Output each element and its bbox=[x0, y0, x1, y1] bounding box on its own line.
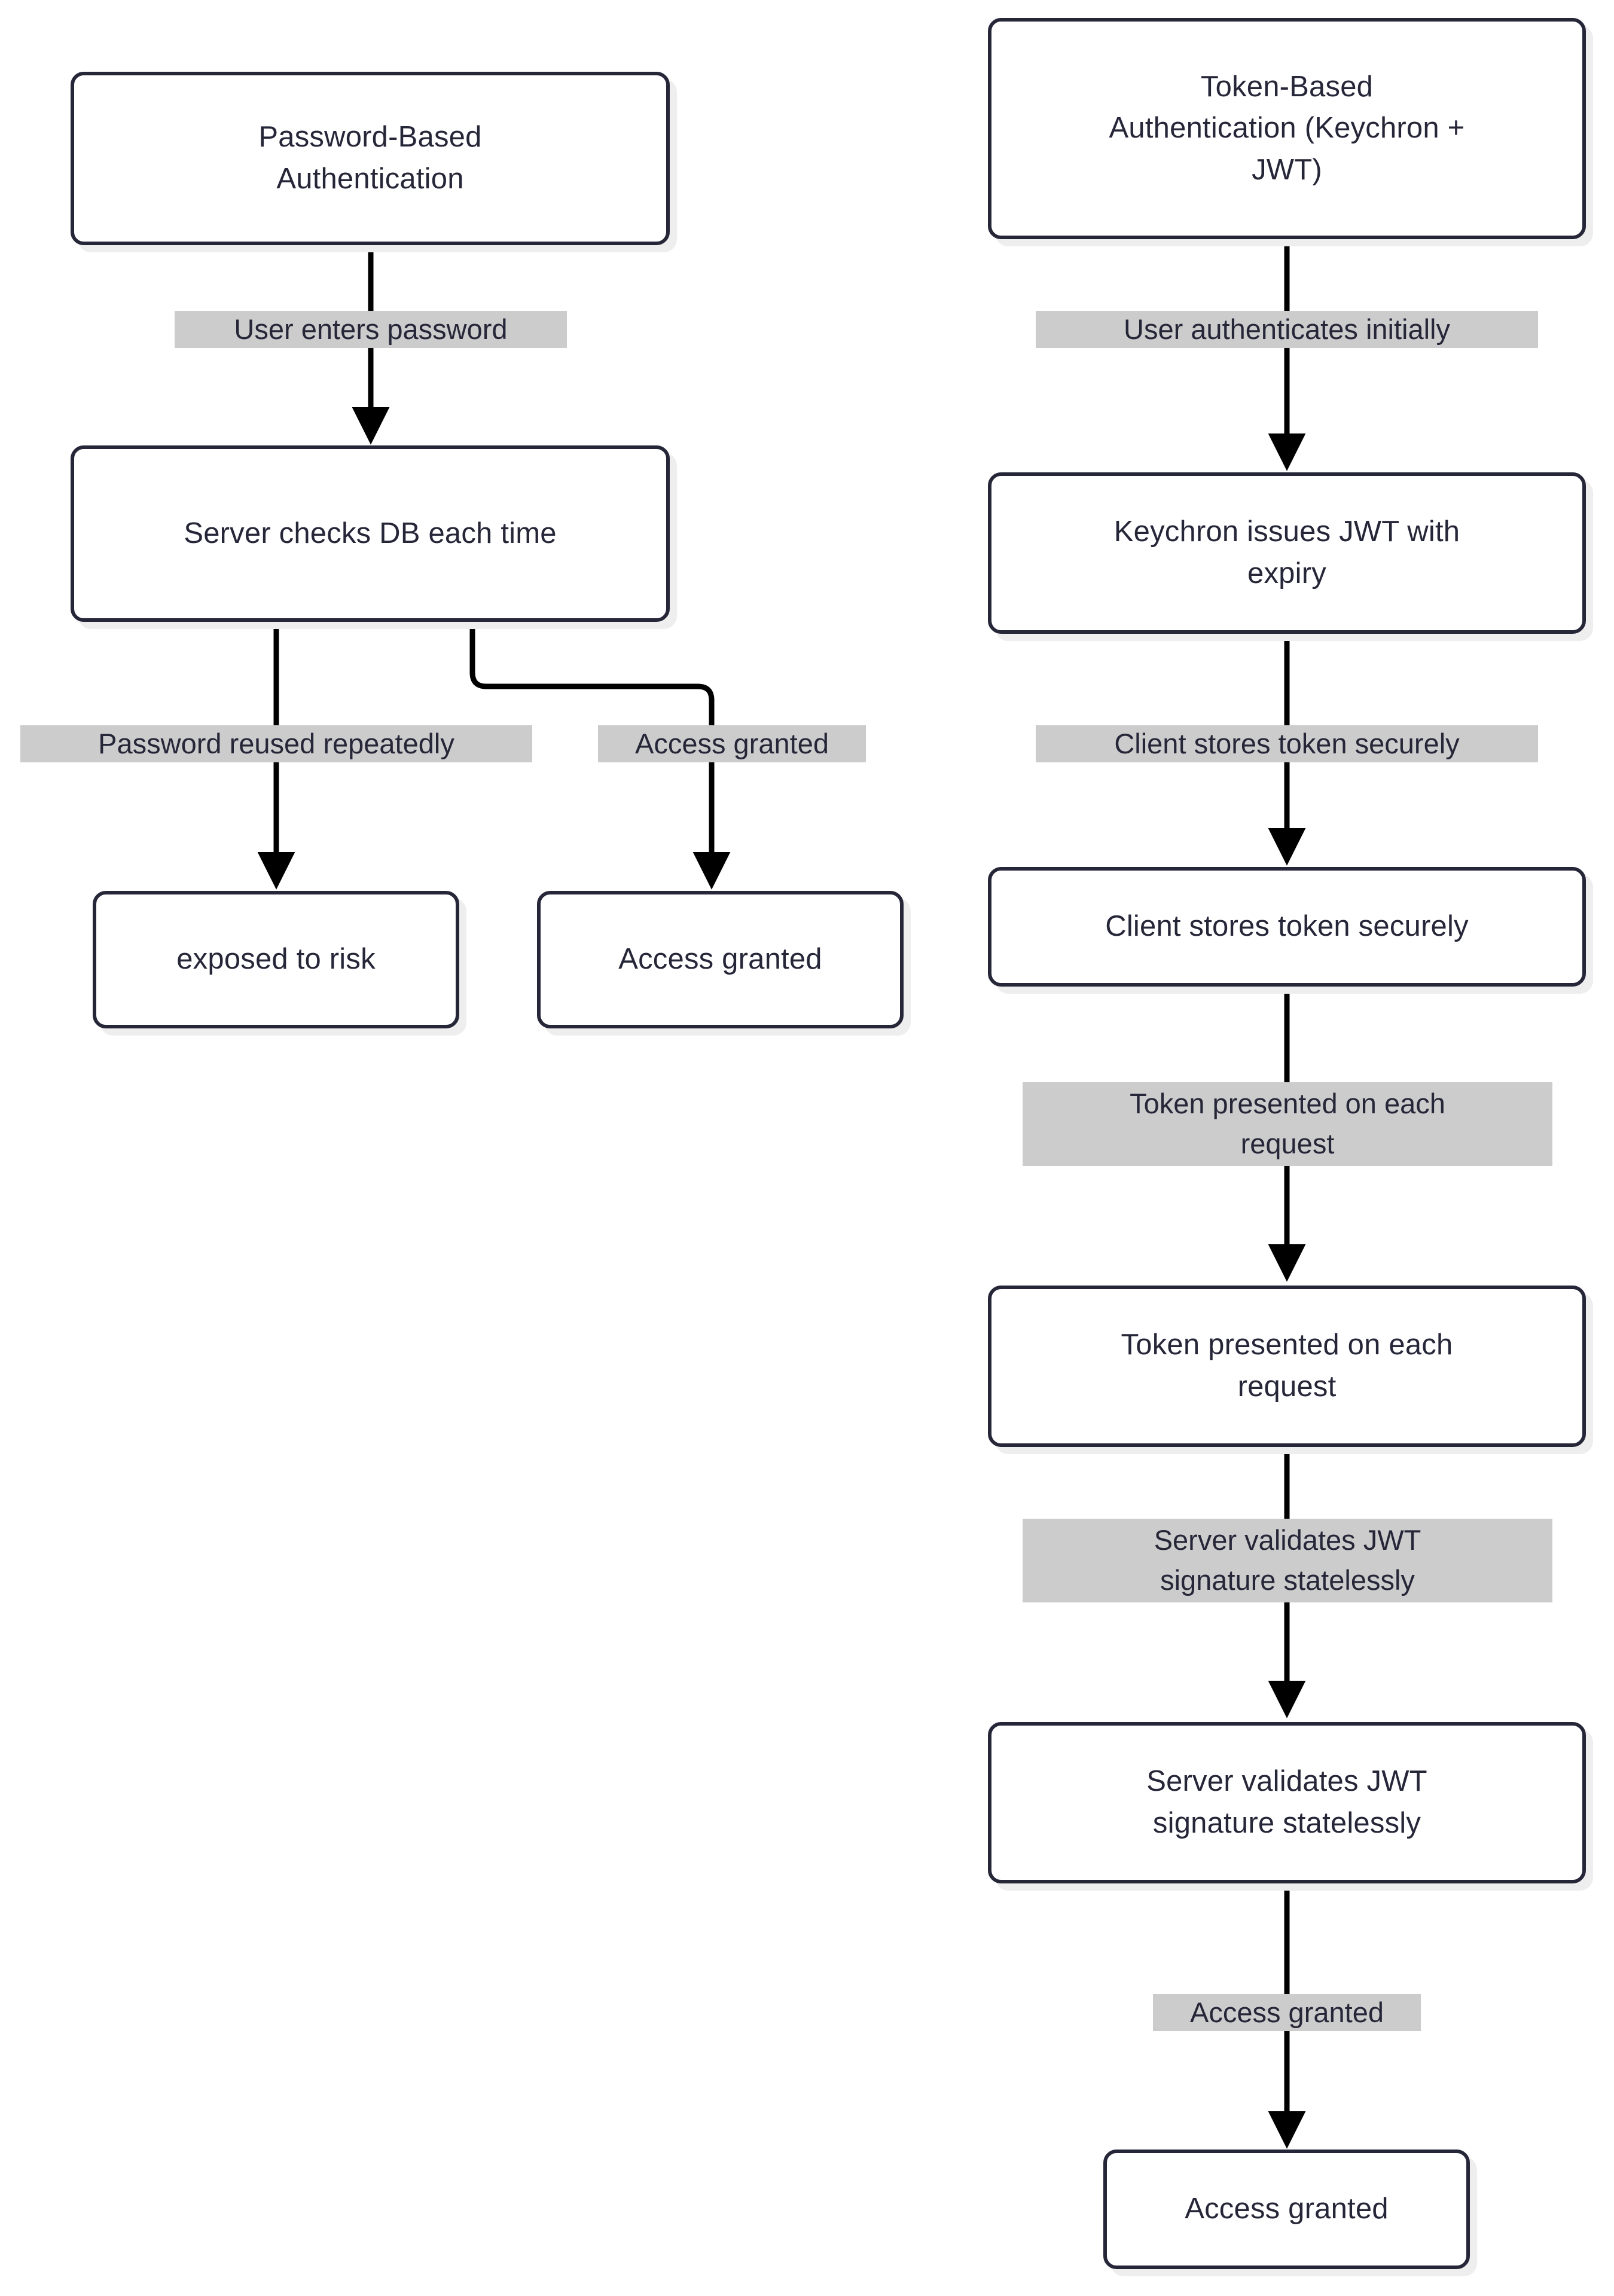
node-server-validates-jwt-signature[interactable]: Server validates JWT signature stateless… bbox=[988, 1722, 1586, 1883]
node-label: Keychron issues JWT with expiry bbox=[1113, 515, 1460, 590]
node-label: Server checks DB each time bbox=[184, 517, 557, 549]
node-access-granted-password-flow[interactable]: Access granted bbox=[537, 891, 904, 1028]
edge-label-access-granted-password-flow: Access granted bbox=[598, 725, 866, 762]
edge-label-text: User enters password bbox=[234, 313, 508, 345]
node-token-presented-on-each-request[interactable]: Token presented on each request bbox=[988, 1286, 1586, 1447]
node-keychron-issues-jwt[interactable]: Keychron issues JWT with expiry bbox=[988, 472, 1586, 634]
edge-label-text: Password reused repeatedly bbox=[98, 727, 454, 759]
node-label: Client stores token securely bbox=[1105, 910, 1469, 943]
edge-label-user-authenticates-initially: User authenticates initially bbox=[1036, 311, 1538, 348]
edge-label-text: Server validates JWT signature stateless… bbox=[1154, 1524, 1421, 1596]
node-label: Token-Based Authentication (Keychron + J… bbox=[1109, 70, 1465, 186]
node-label: Access granted bbox=[618, 943, 822, 976]
edge-label-text: Token presented on each request bbox=[1130, 1088, 1445, 1159]
edge-label-access-granted-token-flow: Access granted bbox=[1153, 1994, 1421, 2031]
edge-label-password-reused-repeatedly: Password reused repeatedly bbox=[20, 725, 532, 762]
node-token-based-authentication[interactable]: Token-Based Authentication (Keychron + J… bbox=[988, 18, 1586, 239]
node-label: Server validates JWT signature stateless… bbox=[1146, 1765, 1427, 1839]
edge-label-token-presented-on-each-request: Token presented on each request bbox=[1023, 1082, 1552, 1166]
edge-label-text: Access granted bbox=[1190, 1996, 1384, 2028]
edge-label-text: Access granted bbox=[635, 727, 829, 759]
edge-label-server-validates-jwt-signature: Server validates JWT signature stateless… bbox=[1023, 1519, 1552, 1602]
edge-label-client-stores-token-securely: Client stores token securely bbox=[1036, 725, 1538, 762]
node-client-stores-token-securely[interactable]: Client stores token securely bbox=[988, 867, 1586, 987]
node-label: Password-Based Authentication bbox=[258, 121, 482, 195]
node-label: Token presented on each request bbox=[1121, 1329, 1453, 1403]
edge-label-text: User authenticates initially bbox=[1124, 313, 1450, 345]
node-access-granted-token-flow[interactable]: Access granted bbox=[1103, 2150, 1470, 2269]
edge-label-user-enters-password: User enters password bbox=[175, 311, 567, 348]
node-label: Access granted bbox=[1185, 2193, 1389, 2225]
node-label: exposed to risk bbox=[176, 943, 376, 976]
node-exposed-to-risk[interactable]: exposed to risk bbox=[93, 891, 459, 1028]
node-password-based-authentication[interactable]: Password-Based Authentication bbox=[71, 72, 670, 245]
edge-label-text: Client stores token securely bbox=[1114, 727, 1460, 759]
node-server-checks-db-each-time[interactable]: Server checks DB each time bbox=[71, 445, 670, 622]
